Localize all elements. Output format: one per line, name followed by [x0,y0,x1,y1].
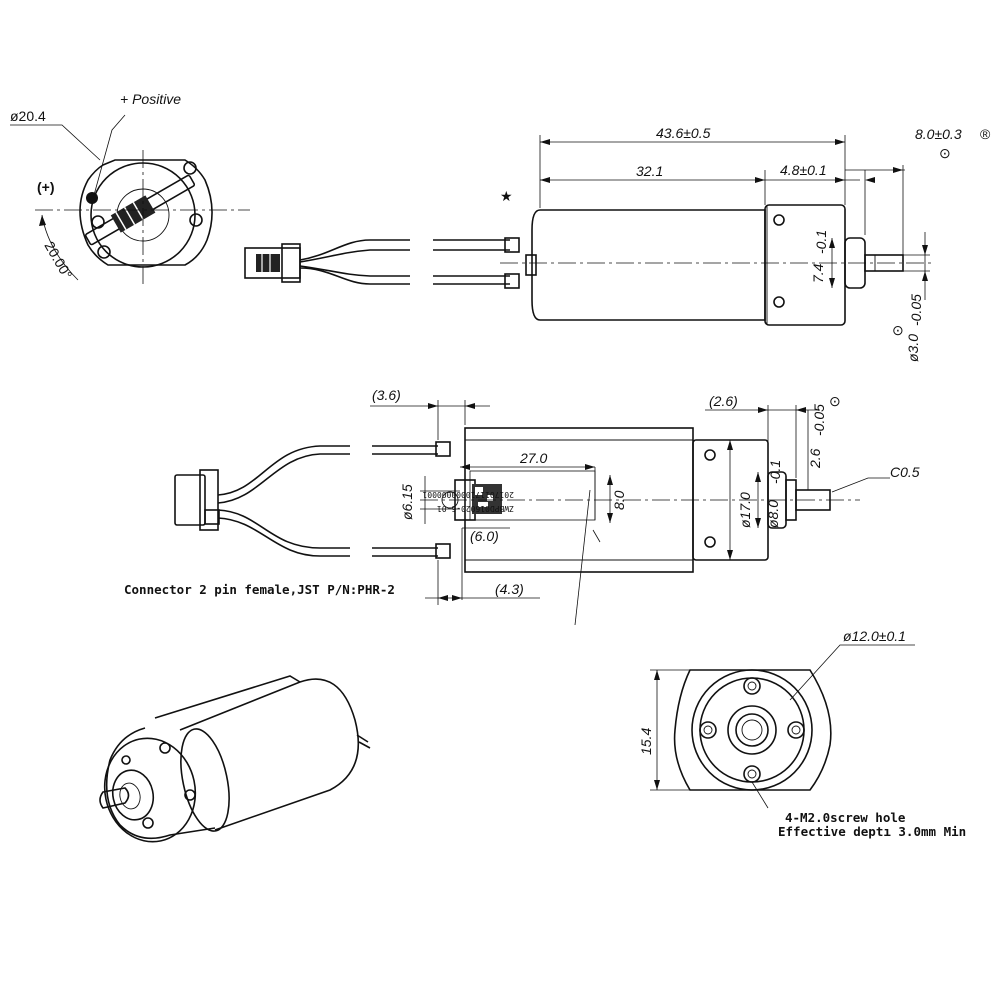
len-8-0-label: 8.0±0.3 [915,126,962,142]
screw-note-2: Effective deptı 3.0mm Min [778,824,966,839]
concentric-symbol-1: ⊙ [939,145,951,161]
dia-12-0-label: ø12.0±0.1 [843,628,906,644]
positive-terminal-dot [86,192,98,204]
dim-4-3-label: (4.3) [495,581,524,597]
chamfer-label: C0.5 [890,464,920,480]
dim-15-4-label: 15.4 [638,728,654,755]
dia-20-4-label: ø20.4 [10,108,46,124]
dia-8-0-label: ø8.0 [765,500,781,528]
end-view-rear [10,114,250,285]
dim-6-0-label: (6.0) [470,528,499,544]
dim-2-6-tol: -0.05 [811,404,827,436]
dim-7-4-label: 7.4 [810,263,826,283]
concentric-symbol-2: ⊙ [892,322,904,338]
len-32-1-label: 32.1 [636,163,663,179]
star-mark: ★ [500,188,513,204]
angle-20-label: 20.00° [41,239,75,282]
dim-7-4-tol: -0.1 [813,230,829,254]
dim-27-0-label: 27.0 [519,450,547,466]
concentric-symbol-3: ⊙ [829,393,841,409]
positive-label: + Positive [120,91,181,107]
len-4-8-label: 4.8±0.1 [780,162,827,178]
label-line-2: 2017011710000000001 [422,490,514,499]
len-43-6-label: 43.6±0.5 [656,125,711,141]
dia-8-0-tol: -0.1 [767,460,783,484]
side-view-middle: ZWBPD016020-6-01 2017011710000000001 [174,400,890,626]
dim-6-15-label: ø6.15 [399,484,415,520]
side-view-top [244,135,935,326]
dia-17-0-label: ø17.0 [737,492,753,528]
end-view-front [650,644,915,809]
dim-2-6-label: 2.6 [807,448,823,469]
dim-2-6-paren-label: (2.6) [709,393,738,409]
dim-3-6-label: (3.6) [372,387,401,403]
label-line-1: ZWBPD016020-6-01 [437,504,514,513]
plus-mark: (+) [37,179,55,195]
isometric-view [99,675,371,843]
dia-3-0-label: ø3.0 [905,334,921,362]
dia-3-0-tol: -0.05 [908,294,924,326]
dim-8-0-small-label: 8.0 [611,490,627,510]
circled-r-symbol: ® [980,126,991,142]
connector-note: Connector 2 pin female,JST P/N:PHR-2 [124,582,395,597]
screw-note-1: 4-M2.0screw hole [785,810,906,825]
